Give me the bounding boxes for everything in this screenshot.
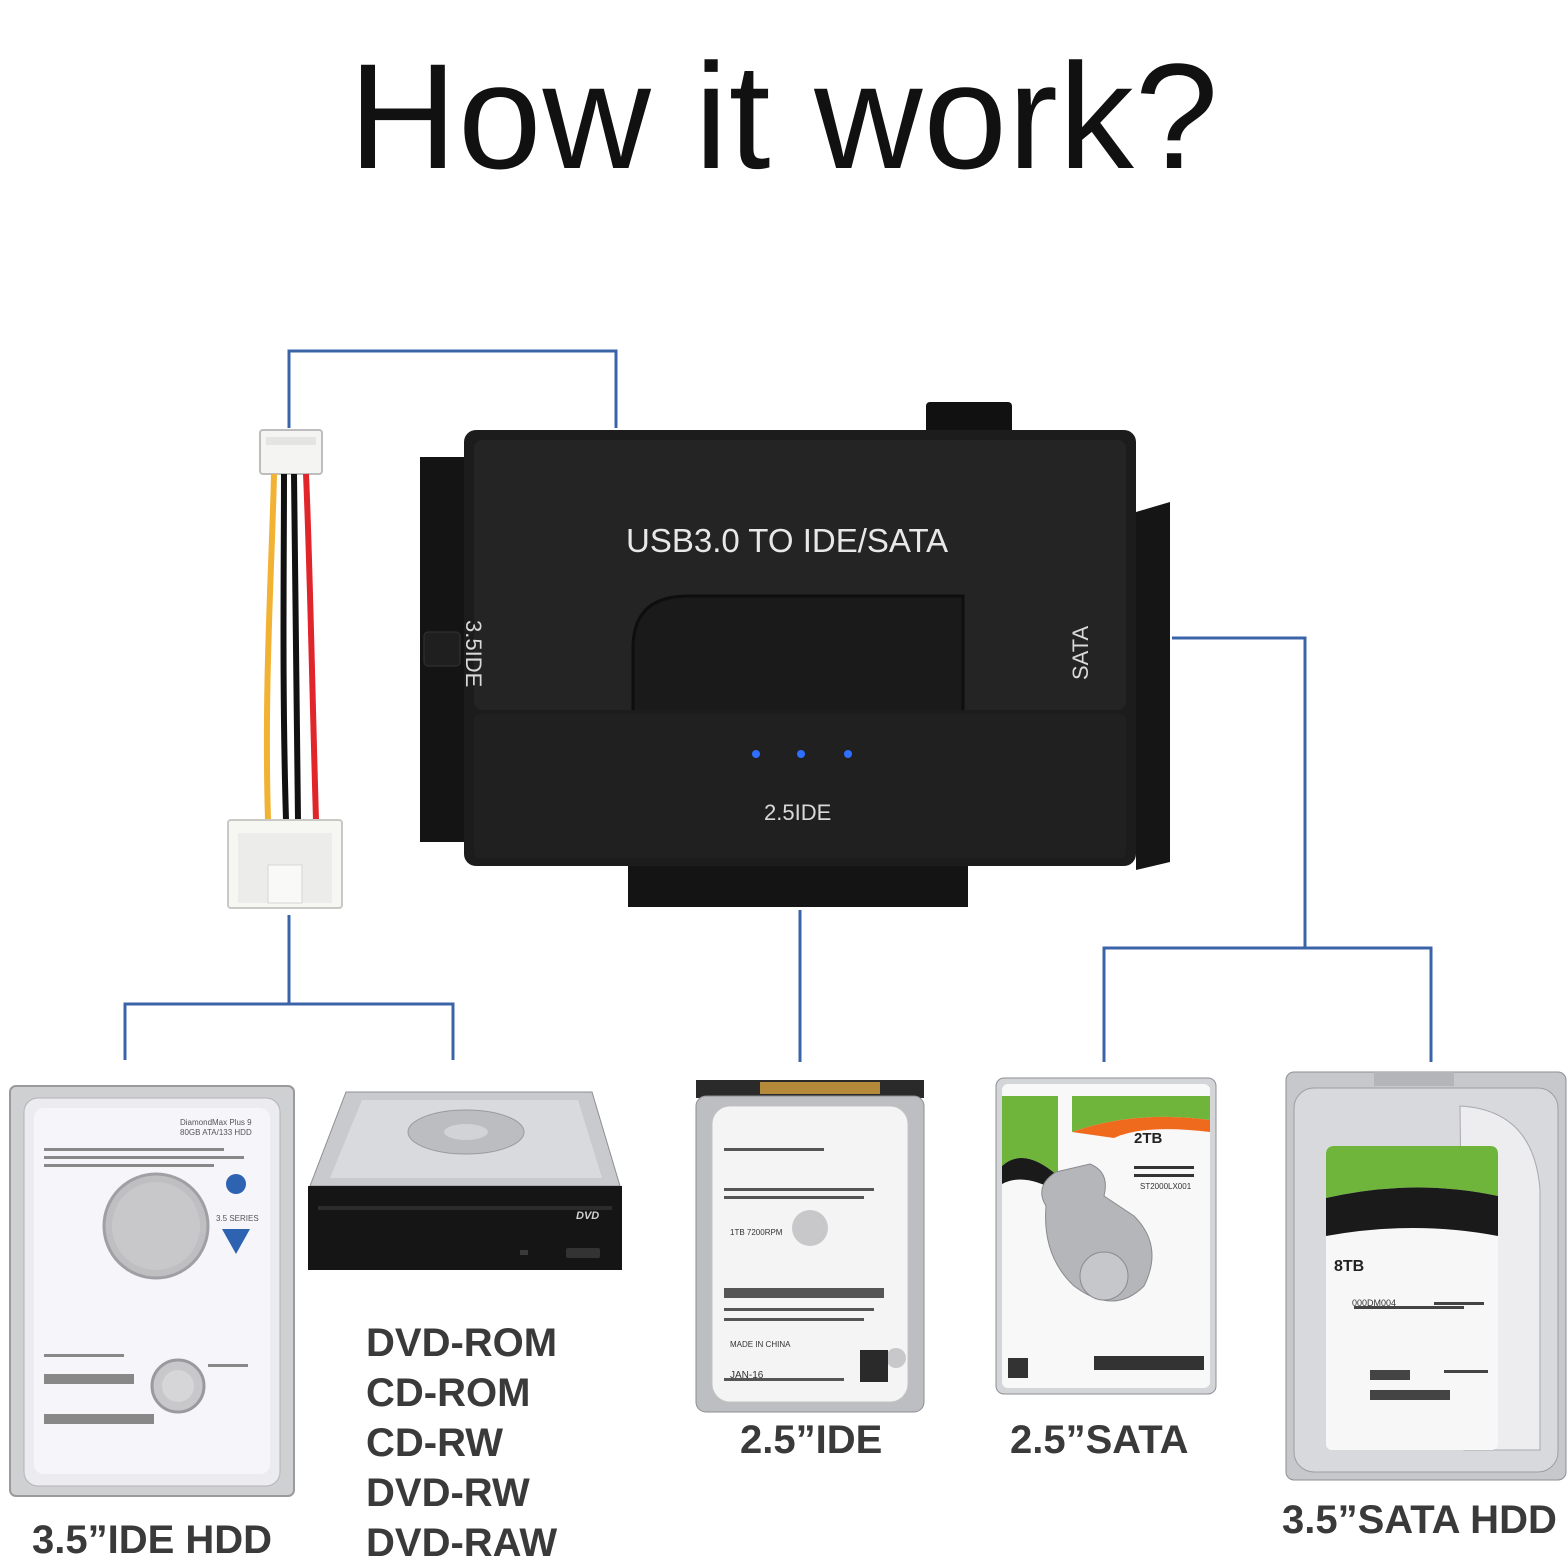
ide35-series: 3.5 SERIES: [216, 1214, 259, 1223]
dvd-logo: DVD: [576, 1210, 600, 1222]
caption-optical-item: CD-ROM: [366, 1371, 531, 1415]
ide25-origin: MADE IN CHINA: [730, 1340, 791, 1349]
line-sata-split: [1102, 946, 1433, 1062]
ide35-capacity: 80GB ATA/133 HDD: [180, 1128, 252, 1137]
line-sata-out: [1172, 636, 1307, 948]
port-label-3-5ide: 3.5IDE: [461, 620, 486, 688]
ide25-date: JAN-16: [730, 1370, 764, 1381]
line-ide-split: [123, 1002, 455, 1060]
caption-ide-35-hdd: 3.5”IDE HDD: [32, 1518, 273, 1562]
caption-ide-25: 2.5”IDE: [740, 1418, 883, 1462]
ide-25-hdd: [695, 1080, 925, 1413]
line-power-to-adapter: [287, 349, 618, 428]
caption-optical-item: DVD-RAW: [366, 1521, 558, 1565]
caption-sata-25: 2.5”SATA: [1010, 1418, 1189, 1462]
optical-drive: [308, 1091, 622, 1270]
adapter-label: USB3.0 TO IDE/SATA: [626, 522, 949, 559]
sata25-capacity: 2TB: [1134, 1130, 1163, 1147]
page-title: How it work?: [348, 32, 1220, 200]
sata-25-hdd: [995, 1077, 1217, 1395]
power-cable: [227, 429, 343, 909]
caption-optical-list: DVD-ROM CD-ROM CD-RW DVD-RW DVD-RAW: [366, 1318, 557, 1568]
port-label-2-5ide: 2.5IDE: [764, 800, 832, 825]
sata35-model: 000DM004: [1352, 1298, 1397, 1308]
port-label-sata: SATA: [1068, 625, 1093, 680]
caption-optical-item: DVD-ROM: [366, 1321, 558, 1365]
ide35-model: DiamondMax Plus 9: [180, 1118, 252, 1127]
ide-35-hdd: [9, 1085, 295, 1497]
caption-optical-item: DVD-RW: [366, 1471, 530, 1515]
sata35-capacity: 8TB: [1334, 1258, 1365, 1275]
caption-optical-item: CD-RW: [366, 1421, 504, 1465]
sata-35-hdd: [1285, 1071, 1567, 1481]
sata25-model: ST2000LX001: [1140, 1182, 1192, 1191]
caption-sata-35-hdd: 3.5”SATA HDD: [1282, 1498, 1557, 1542]
ide25-spec: 1TB 7200RPM: [730, 1228, 783, 1237]
usb-adapter: [420, 402, 1170, 907]
